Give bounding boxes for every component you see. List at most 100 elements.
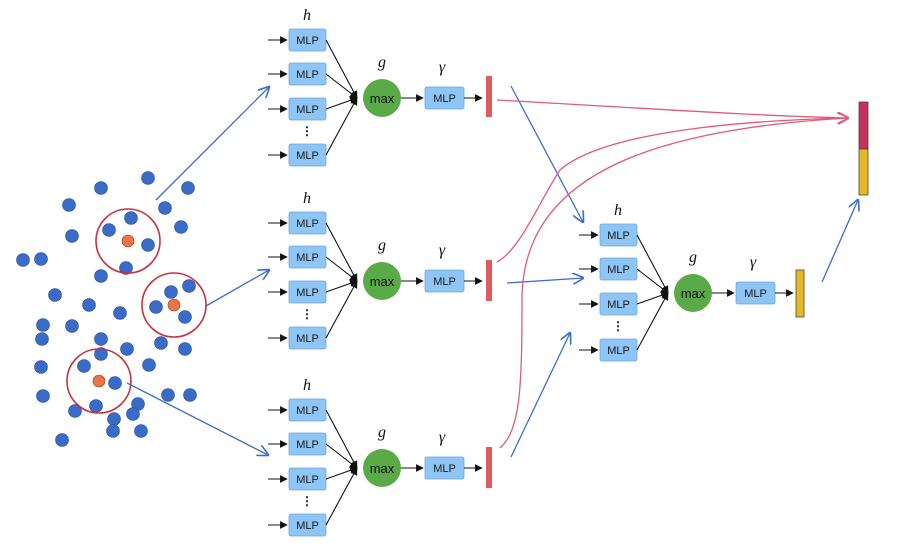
mlp-label: MLP — [433, 93, 456, 105]
ellipsis: ⋮ — [612, 319, 624, 333]
max-label: max — [370, 461, 395, 476]
point — [134, 424, 148, 438]
mlp-label: MLP — [296, 252, 319, 264]
blue-arrow — [155, 87, 269, 201]
point — [102, 223, 116, 237]
point — [36, 318, 50, 332]
gamma-label: γ — [439, 429, 446, 446]
h-label: h — [614, 202, 622, 219]
point — [36, 389, 50, 403]
blue-arrow — [506, 278, 583, 283]
mlp-label: MLP — [607, 345, 630, 357]
local-feature-2 — [486, 260, 492, 301]
point — [107, 412, 121, 426]
point — [158, 201, 172, 215]
point — [35, 332, 49, 346]
point — [77, 359, 91, 373]
gamma-label: γ — [439, 242, 446, 259]
blue-arrow — [205, 270, 269, 307]
blue-arrow — [126, 382, 268, 455]
to-max-arrow — [325, 222, 358, 282]
max-label: max — [681, 286, 706, 301]
h-label: h — [303, 190, 311, 207]
concat-feature-top — [858, 101, 869, 150]
global-feature — [795, 269, 805, 318]
point — [65, 319, 79, 333]
point — [94, 269, 108, 283]
max-node — [363, 449, 401, 487]
max-label: max — [370, 274, 395, 289]
to-max-arrow — [325, 256, 358, 282]
mlp-label: MLP — [296, 150, 319, 162]
mlp-label: MLP — [296, 35, 319, 47]
point — [94, 347, 108, 361]
point — [48, 288, 62, 302]
mlp-label: MLP — [296, 474, 319, 486]
ellipsis: ⋮ — [301, 124, 313, 138]
point — [68, 404, 82, 418]
mlp-label: MLP — [607, 230, 630, 242]
connection-arrows — [126, 86, 858, 458]
network-blocks: hMLPMLPMLPMLP⋮gmaxγMLPhMLPMLPMLPMLP⋮gmax… — [268, 7, 869, 537]
point — [34, 252, 48, 266]
gamma-label: γ — [439, 59, 446, 76]
to-max-arrow — [325, 443, 358, 469]
to-max-arrow — [325, 73, 358, 99]
point — [161, 388, 175, 402]
point — [141, 238, 155, 252]
mlp-label: MLP — [296, 287, 319, 299]
red-arrow — [496, 118, 848, 263]
point — [182, 279, 196, 293]
gamma-label: γ — [750, 254, 757, 271]
red-arrow — [496, 99, 848, 118]
point — [120, 342, 134, 356]
to-max-arrow — [325, 97, 358, 156]
point — [124, 211, 138, 225]
to-max-arrow — [325, 467, 358, 526]
neighborhood-ring — [141, 272, 207, 338]
point — [178, 310, 192, 324]
local-feature-1 — [486, 76, 492, 117]
point — [174, 220, 188, 234]
max-node — [363, 262, 401, 300]
ellipsis: ⋮ — [301, 307, 313, 321]
point — [183, 388, 197, 402]
point — [34, 360, 48, 374]
max-node — [674, 274, 712, 312]
point — [113, 306, 127, 320]
blue-arrow — [510, 333, 570, 458]
to-max-arrow — [636, 292, 669, 351]
point — [94, 332, 108, 346]
point — [126, 407, 140, 421]
mlp-label: MLP — [296, 69, 319, 81]
to-max-arrow — [636, 268, 669, 294]
mlp-label: MLP — [607, 264, 630, 276]
local-feature-3 — [486, 447, 492, 488]
mlp-label: MLP — [607, 299, 630, 311]
g-label: g — [378, 424, 386, 441]
to-max-arrow — [636, 234, 669, 294]
neighborhood-ring — [95, 208, 161, 274]
point — [181, 181, 195, 195]
center-point — [167, 298, 181, 312]
g-label: g — [378, 237, 386, 254]
point — [106, 424, 120, 438]
point — [55, 433, 69, 447]
center-point — [92, 374, 106, 388]
mlp-label: MLP — [296, 218, 319, 230]
point — [16, 253, 30, 267]
point — [82, 298, 96, 312]
point — [141, 171, 155, 185]
point-cloud — [16, 171, 207, 447]
red-arrow — [499, 118, 848, 449]
point — [62, 198, 76, 212]
mlp-label: MLP — [744, 288, 767, 300]
point — [178, 342, 192, 356]
to-max-arrow — [325, 409, 358, 469]
h-label: h — [303, 377, 311, 394]
